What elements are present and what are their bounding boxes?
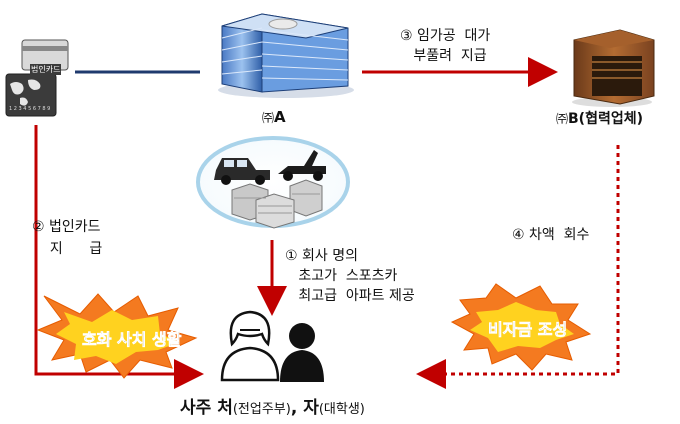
company-a-prefix: ㈜	[262, 111, 275, 125]
bottom-part2: 자	[303, 398, 319, 418]
step2-number: ②	[32, 219, 45, 235]
step2-line1: 법인카드	[49, 219, 101, 235]
bottom-part2-note: (대학생)	[318, 402, 365, 417]
burst-left-text: 호화 사치 생활	[82, 330, 182, 350]
bottom-part1: 사주 처	[180, 398, 233, 418]
arrow-step2	[34, 125, 204, 389]
card-label: 법인카드	[30, 64, 62, 75]
step1-line3: 최고급 아파트 제공	[298, 288, 415, 304]
step1-line2: 초고가 스포츠카	[298, 268, 398, 284]
step4-text: 차액 회수	[529, 227, 590, 243]
apartment-buildings-icon	[231, 179, 323, 229]
company-a-building-icon	[218, 13, 354, 98]
wife-person-icon	[220, 310, 280, 382]
bottom-caption: 사주 처(전업주부), 자(대학생)	[180, 393, 365, 418]
step3-number: ③	[400, 28, 413, 44]
step2-label: ② 법인카드 지 급	[32, 216, 102, 260]
step1-label: ① 회사 명의 초고가 스포츠카 최고급 아파트 제공	[285, 246, 415, 306]
company-b-name: B(협력업체)	[568, 111, 644, 127]
company-b-label: ㈜B(협력업체)	[556, 108, 643, 128]
burst-right-shape	[450, 283, 592, 371]
corporate-card-icon	[5, 39, 69, 117]
burst-left-shape	[36, 293, 198, 379]
step3-label: ③ 임가공 대가 부풀려 지급	[400, 26, 490, 66]
burst-right-text: 비자금 조성	[488, 320, 568, 340]
step4-label: ④ 차액 회수	[512, 224, 589, 244]
company-a-name: A	[274, 108, 286, 126]
sports-car-icon	[278, 150, 326, 181]
card-number: 1 2 3 4 5 6 7 8 9	[9, 106, 51, 112]
child-person-icon	[280, 323, 324, 382]
luxury-sedan-icon	[214, 158, 270, 185]
company-a-label: ㈜A	[262, 108, 286, 126]
bottom-part1-note: (전업주부)	[232, 402, 291, 417]
step4-number: ④	[512, 227, 525, 243]
step2-line2: 지 급	[49, 241, 103, 257]
step1-number: ①	[285, 248, 298, 264]
company-b-prefix: ㈜	[556, 112, 569, 126]
bottom-sep: ,	[290, 398, 304, 418]
step3-line2: 부풀려 지급	[413, 48, 487, 64]
step3-line1: 임가공 대가	[417, 28, 491, 44]
company-b-building-icon	[572, 29, 655, 107]
step1-line1: 회사 명의	[302, 248, 358, 264]
